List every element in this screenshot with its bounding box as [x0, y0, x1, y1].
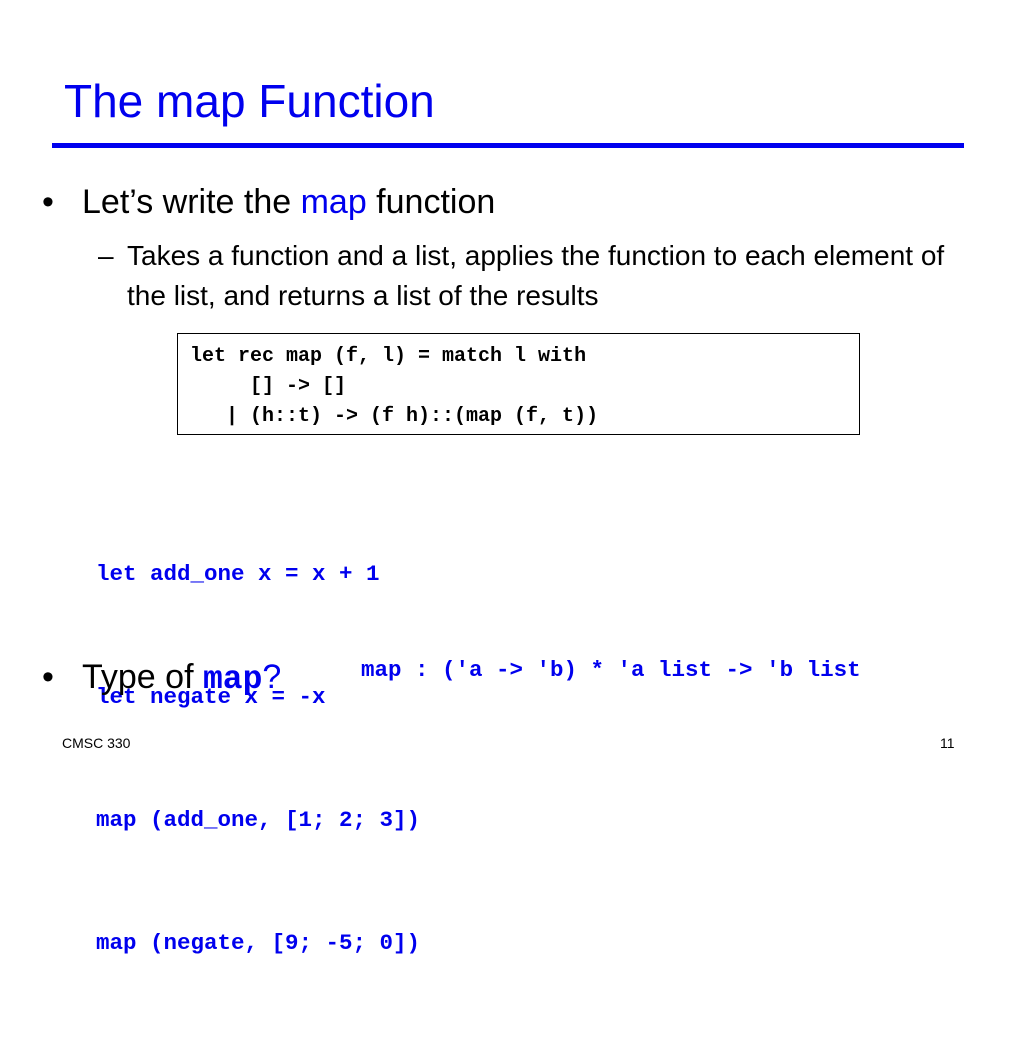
slide-title: The map Function: [64, 75, 435, 127]
example-code: let add_one x = x + 1 let negate x = -x …: [96, 472, 420, 1046]
bullet-1-text-pre: Let’s write the: [82, 183, 301, 221]
sub-bullet-text: Takes a function and a list, applies the…: [127, 240, 945, 311]
footer-course: CMSC 330: [62, 735, 131, 751]
bullet-1-highlight: map: [300, 183, 367, 221]
code-line: | (h::t) -> (f h)::(map (f, t)): [190, 405, 599, 428]
example-line: let add_one x = x + 1: [96, 561, 380, 587]
bullet-1: Let’s write the map function: [82, 185, 495, 219]
code-box: let rec map (f, l) = match l with [] -> …: [177, 333, 860, 435]
sub-bullet-dash: –: [98, 240, 114, 271]
code-line: [] -> []: [190, 375, 347, 398]
bullet-2-text-post: ?: [262, 658, 282, 696]
example-line: map (add_one, [1; 2; 3]): [96, 807, 421, 833]
bullet-1-text-post: function: [366, 183, 496, 221]
bullet-2-text-pre: Type of: [82, 658, 203, 696]
bullet-2: Type of map?: [82, 660, 281, 696]
bullet-marker: •: [42, 183, 54, 221]
sub-bullet-1: – Takes a function and a list, applies t…: [98, 236, 978, 316]
title-underline: [52, 143, 964, 148]
example-line: map (negate, [9; -5; 0]): [96, 930, 421, 956]
bullet-marker: •: [42, 658, 54, 696]
code-line: let rec map (f, l) = match l with: [190, 345, 587, 368]
example-line: let negate x = -x: [96, 684, 326, 710]
type-signature: map : ('a -> 'b) * 'a list -> 'b list: [361, 657, 861, 683]
bullet-2-code: map: [202, 661, 263, 698]
footer-page-number: 11: [940, 735, 955, 751]
